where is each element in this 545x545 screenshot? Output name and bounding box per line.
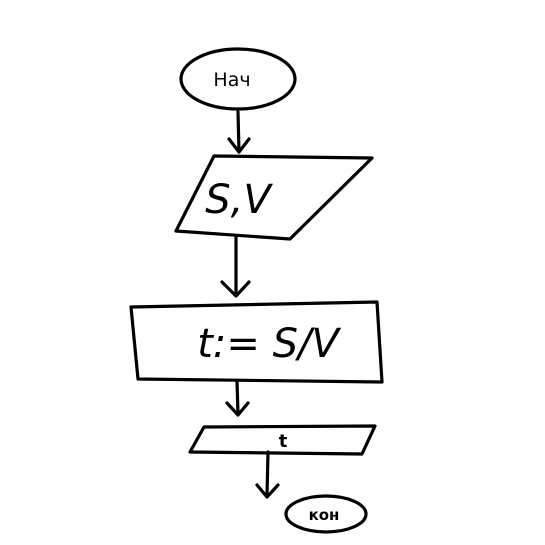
start-node: Нач	[179, 47, 297, 111]
arrow-input-to-process	[220, 235, 251, 298]
process-rectangle	[129, 300, 384, 384]
arrow-start-to-input	[227, 110, 251, 154]
end-node: кон	[284, 494, 368, 534]
process-label: t:= S/V	[197, 321, 341, 367]
output-node: t	[188, 424, 377, 456]
input-parallelogram	[174, 154, 374, 241]
input-label: S,V	[205, 177, 273, 223]
process-node: t:= S/V	[129, 300, 384, 384]
output-parallelogram	[188, 424, 377, 456]
arrow-output-to-end	[255, 450, 280, 499]
arrow-process-to-output	[225, 379, 250, 417]
input-node: S,V	[174, 154, 374, 241]
output-label: t	[279, 431, 288, 452]
end-label: кон	[309, 506, 340, 524]
start-label: Нач	[213, 69, 250, 91]
start-ellipse	[179, 47, 297, 111]
end-ellipse	[284, 494, 368, 534]
